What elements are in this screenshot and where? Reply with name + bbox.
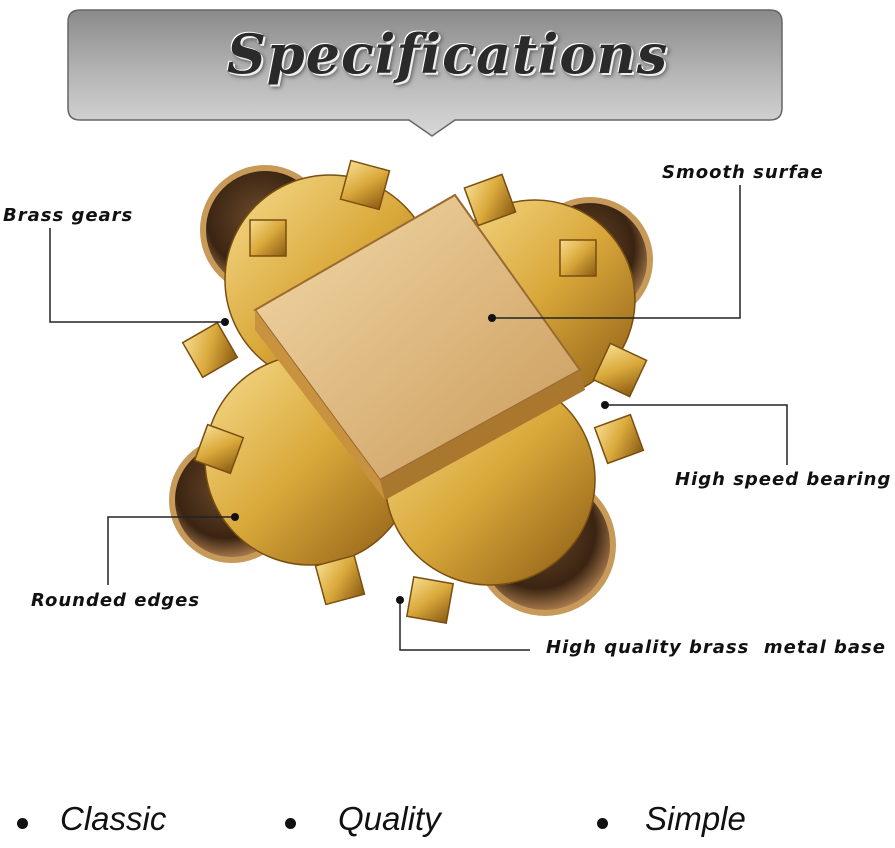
title-banner	[67, 9, 783, 137]
feature-simple: Simple	[645, 800, 746, 837]
callout-lines	[49, 185, 788, 651]
bullet-icon	[17, 818, 28, 829]
feature-classic: Classic	[60, 800, 167, 837]
callout-rounded-edges: Rounded edges	[31, 590, 201, 611]
callout-smooth-surface: Smooth surfae	[662, 162, 824, 183]
bullet-icon	[597, 818, 608, 829]
callout-brass-gears: Brass gears	[3, 205, 134, 226]
callout-high-speed-bearing: High speed bearing	[675, 469, 892, 490]
page-title: Specifications	[226, 22, 669, 86]
feature-quality: Quality	[338, 800, 441, 837]
bullet-icon	[285, 818, 296, 829]
callout-brass-base: High quality brass metal base	[546, 637, 886, 658]
